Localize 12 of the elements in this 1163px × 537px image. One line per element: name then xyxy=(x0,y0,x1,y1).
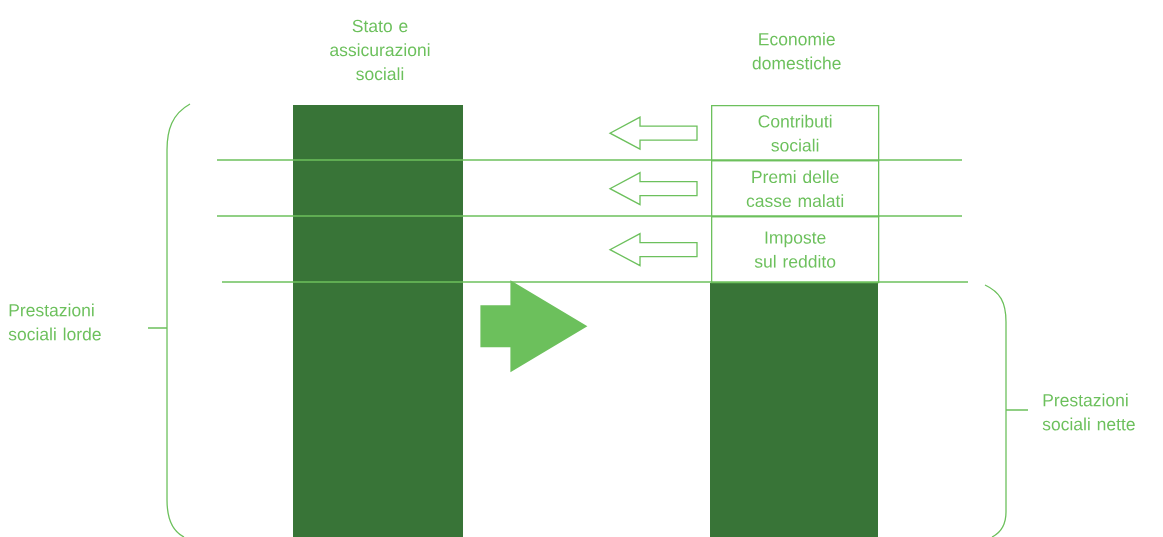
column-heading: Economie domestiche xyxy=(752,32,841,70)
hollow-arrow xyxy=(608,232,698,267)
bracket-label: Prestazioni sociali nette xyxy=(1042,393,1135,431)
flow-box: Premi delle casse malati xyxy=(711,160,880,218)
hollow-arrow xyxy=(608,171,698,206)
block-arrow xyxy=(480,280,588,373)
bracket-label: Prestazioni sociali lorde xyxy=(8,303,101,341)
flow-box: Contributi sociali xyxy=(711,105,880,162)
bar xyxy=(710,283,878,537)
column-heading: Stato e assicurazioni sociali xyxy=(330,19,430,81)
flow-box: Imposte sul reddito xyxy=(711,216,880,284)
hollow-arrow xyxy=(608,116,698,151)
